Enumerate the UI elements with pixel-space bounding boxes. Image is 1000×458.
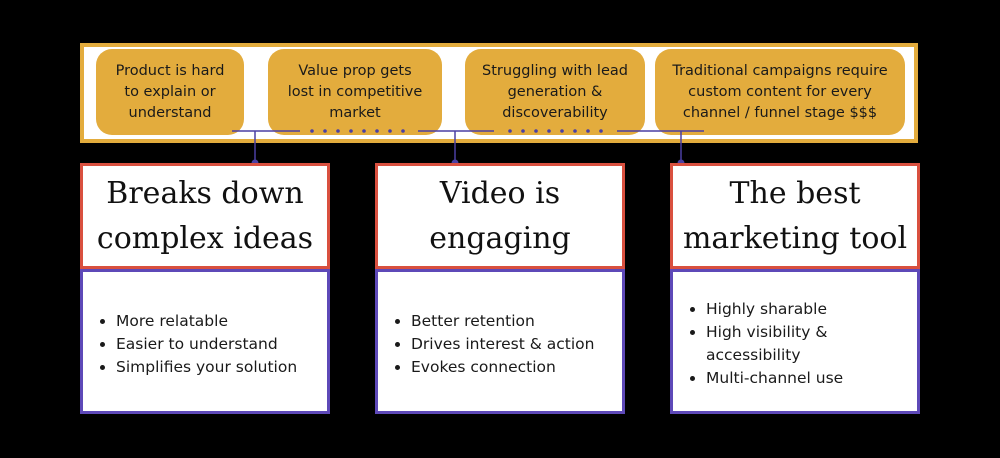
list-item: Highly sharable <box>706 298 857 321</box>
problem-hard-to-explain: Product is hard to explain or understand <box>96 49 244 135</box>
list-item: Drives interest & action <box>411 333 622 356</box>
problem-custom-content-cost: Traditional campaigns require custom con… <box>655 49 905 135</box>
benefit-title-video-engaging: Video is engaging <box>375 163 625 269</box>
benefit-title-marketing-tool: The best marketing tool <box>670 163 920 269</box>
benefit-list-marketing-tool: Highly sharable High visibility & access… <box>670 269 920 414</box>
list-item: Evokes connection <box>411 356 622 379</box>
benefit-list-video-engaging: Better retention Drives interest & actio… <box>375 269 625 414</box>
list-item: Better retention <box>411 310 622 333</box>
problem-value-prop-lost: Value prop gets lost in competitive mark… <box>268 49 442 135</box>
list-item: Multi-channel use <box>706 367 857 390</box>
list-item: Easier to understand <box>116 333 327 356</box>
benefit-title-breaks-down: Breaks down complex ideas <box>80 163 330 269</box>
list-item: High visibility & accessibility <box>706 321 857 367</box>
problem-lead-generation: Struggling with lead generation & discov… <box>465 49 645 135</box>
list-item: Simplifies your solution <box>116 356 327 379</box>
benefit-list-breaks-down: More relatable Easier to understand Simp… <box>80 269 330 414</box>
dotted-leaders <box>310 129 603 133</box>
list-item: More relatable <box>116 310 327 333</box>
